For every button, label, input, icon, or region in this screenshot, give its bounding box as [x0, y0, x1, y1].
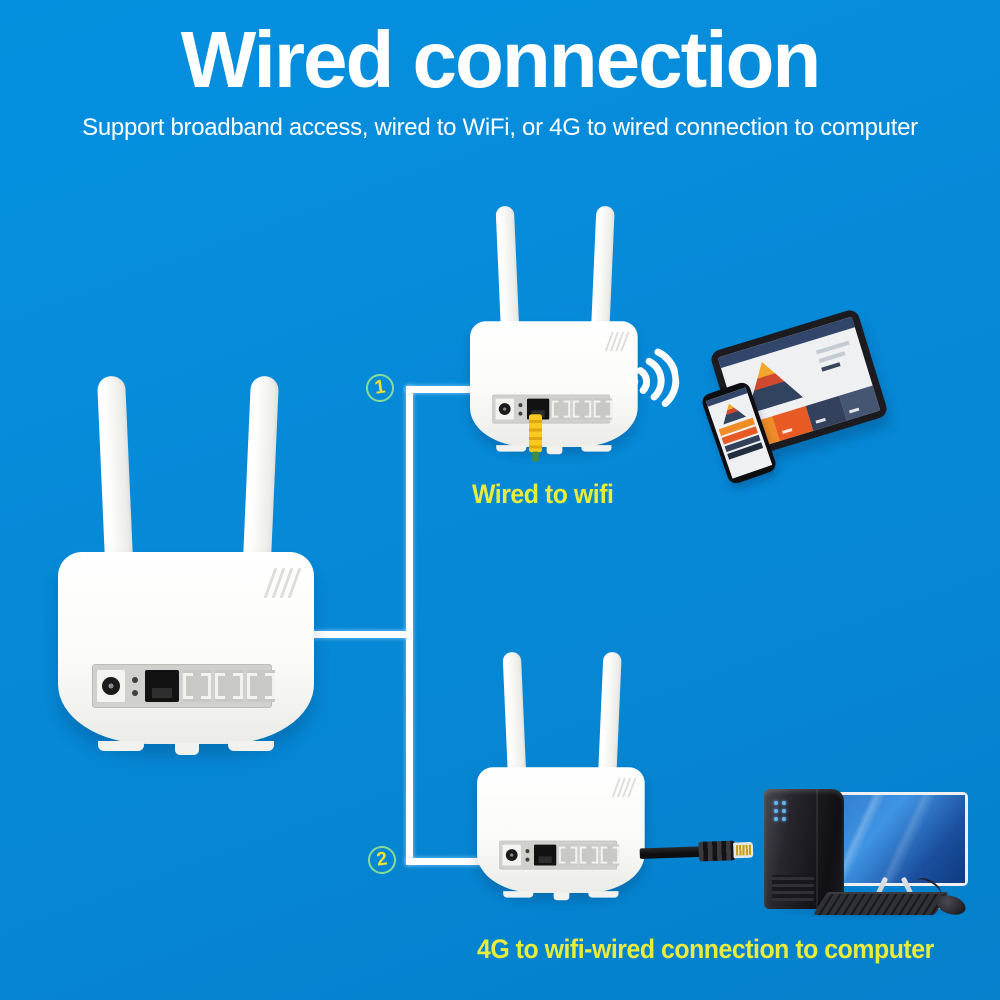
step-1-label: Wired to wifi [472, 479, 614, 509]
lan-port-cover-icon [572, 398, 592, 420]
yellow-ethernet-cable-icon [528, 414, 543, 462]
wan-ethernet-port-icon [145, 670, 179, 702]
router-port-panel [92, 664, 275, 708]
cable-cord [639, 846, 703, 859]
cable-boot [698, 840, 736, 862]
webpage-header-bar [705, 387, 748, 407]
router-port-panel [492, 394, 613, 424]
tower-led-lights [774, 801, 786, 821]
lan-port-cover-icon [579, 844, 599, 866]
step-2-label: 4G to wifi-wired connection to computer [477, 934, 934, 964]
page-subtitle: Support broadband access, wired to WiFi,… [82, 114, 918, 141]
step-1-badge: 1 [364, 372, 396, 404]
pc-tower [764, 789, 844, 909]
lan-port-cover-icon [593, 398, 613, 420]
lan-port-cover-icon [183, 670, 211, 702]
connection-line-top [406, 386, 478, 393]
power-port-icon [495, 398, 514, 420]
router-body [477, 767, 645, 901]
wan-ethernet-port-icon [533, 844, 557, 866]
lan-port-cover-icon [215, 670, 243, 702]
lan-port-cover-icon [247, 670, 275, 702]
router-body [470, 321, 638, 455]
wifi-signal-icon [622, 344, 683, 420]
connection-line-from-main-router [306, 631, 410, 638]
router-vent-slits [611, 777, 637, 798]
router-body [58, 552, 314, 755]
lan-port-cover-icon [600, 844, 620, 866]
desktop-computer-illustration [758, 784, 978, 929]
lan-port-cover-icon [551, 398, 571, 420]
connection-line-vertical [406, 386, 413, 864]
power-port-icon [97, 670, 125, 702]
reset-buttons-icon [517, 402, 525, 416]
rj45-plug-icon [733, 841, 754, 859]
webpage-text-lines [815, 340, 856, 377]
lower-router-illustration [477, 651, 754, 901]
lan-port-cover-icon [558, 844, 578, 866]
page-title: Wired connection [180, 15, 821, 104]
tower-vent-grill [772, 875, 814, 901]
router-vent-slits [604, 331, 630, 352]
router-vent-slits [263, 568, 302, 598]
power-port-icon [502, 844, 521, 866]
reset-buttons-icon [524, 848, 532, 862]
router-port-panel [499, 840, 620, 870]
upper-router-illustration [470, 205, 638, 462]
step-2-badge: 2 [366, 844, 398, 876]
connection-line-bottom [406, 858, 490, 865]
reset-buttons-icon [129, 676, 141, 696]
webpage-tiles [716, 417, 766, 461]
main-router-illustration [58, 375, 314, 755]
